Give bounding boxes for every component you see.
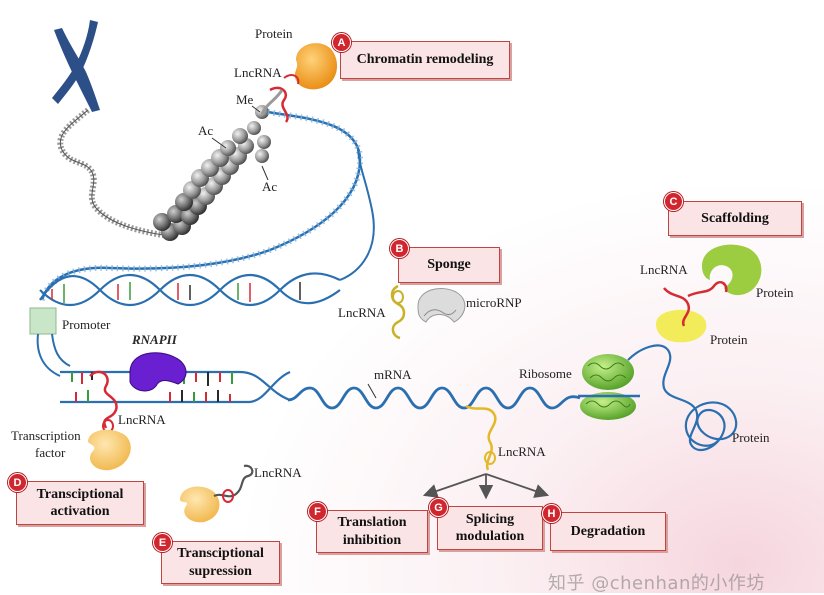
- micrornp-label: microRNP: [466, 295, 522, 310]
- mechanism-a-badge: A: [332, 33, 351, 52]
- lncrna-label-sponge: LncRNA: [338, 305, 386, 320]
- transcription-factor-protein: [88, 429, 131, 471]
- watermark: 知乎 @chenhan的小作坊: [548, 573, 765, 594]
- promoter-label: Promoter: [62, 317, 111, 332]
- mechanism-e-line1: Transciptional: [177, 546, 264, 561]
- mechanism-b-title: Sponge: [427, 257, 471, 273]
- mechanism-box-b: Sponge: [398, 247, 500, 283]
- mechanism-box-e: Transciptional supression: [161, 541, 280, 584]
- mechanism-f-badge: F: [308, 502, 327, 521]
- mechanism-box-a: Chromatin remodeling: [340, 41, 510, 79]
- orange-protein-top: [294, 43, 338, 90]
- mechanism-d-line2: activation: [50, 504, 110, 519]
- chromatin-fiber: [57, 107, 171, 239]
- mechanism-box-d: Transciptional activation: [16, 481, 144, 525]
- mechanism-a-title: Chromatin remodeling: [356, 52, 494, 68]
- mechanism-h-badge: H: [542, 504, 561, 523]
- branch-arrows: [422, 473, 550, 500]
- mechanism-g-line2: modulation: [455, 529, 525, 544]
- mechanism-f-line1: Translation: [337, 515, 407, 530]
- lncrna-label-suppression: LncRNA: [254, 465, 302, 480]
- lncrna-post-transcriptional: [465, 404, 497, 471]
- rnapii-label: RNAPII: [132, 332, 177, 347]
- mechanism-d-badge: D: [8, 473, 27, 492]
- mechanism-f-line2: inhibition: [342, 532, 402, 548]
- mechanism-box-c: Scaffolding: [668, 201, 802, 236]
- mechanism-e-line2: supression: [189, 563, 252, 579]
- lncrna-label-mid: LncRNA: [118, 412, 166, 427]
- transcription-factor-label-2: factor: [35, 445, 66, 460]
- suppression-protein: [180, 486, 220, 523]
- me-label: Me: [236, 92, 254, 107]
- promoter-box: [29, 307, 57, 335]
- transcription-factor-label-1: Transcription: [11, 428, 81, 443]
- protein-label-scaffold-bottom: Protein: [710, 332, 748, 347]
- mechanism-g-line1: Splicing: [465, 511, 515, 527]
- lncrna-label-scaffold: LncRNA: [640, 262, 688, 277]
- protein-label-chain: Protein: [732, 430, 770, 445]
- mechanism-c-title: Scaffolding: [701, 210, 769, 226]
- micrornp-protein: [417, 288, 466, 323]
- lncrna-suppression: [213, 464, 254, 498]
- mechanism-box-g: Splicing modulation: [437, 506, 543, 550]
- lncrna-chromatin: [269, 86, 289, 123]
- mrna-strand: [287, 386, 581, 410]
- ac-label-left: Ac: [198, 123, 214, 138]
- mechanism-e-badge: E: [153, 533, 172, 552]
- mechanism-g-badge: G: [429, 498, 448, 517]
- dna-double-helix: [39, 272, 341, 306]
- lncrna-label-top: LncRNA: [234, 65, 282, 80]
- lncrna-scaffold: [663, 281, 728, 327]
- ribosome-icon: [580, 354, 636, 420]
- lncrna-label-bottom: LncRNA: [498, 444, 546, 459]
- chromosome-icon: [52, 20, 100, 112]
- mechanism-c-badge: C: [664, 192, 683, 211]
- mechanism-d-line1: Transciptional: [36, 486, 124, 502]
- protein-label-scaffold-right: Protein: [756, 285, 794, 300]
- mrna-label: mRNA: [374, 367, 412, 382]
- scaffold-yellow-protein: [656, 309, 707, 343]
- lncrna-transcriptional: [89, 370, 118, 429]
- ac-label-right: Ac: [262, 179, 278, 194]
- protein-label-top: Protein: [255, 26, 293, 41]
- rnapii-enzyme: [129, 352, 187, 392]
- mechanism-box-h: Degradation: [550, 512, 666, 551]
- nucleosome-cluster: [153, 105, 271, 241]
- scaffold-green-protein: [702, 244, 762, 296]
- mechanism-h-title: Degradation: [570, 523, 646, 539]
- ribosome-label: Ribosome: [519, 366, 572, 381]
- mechanism-box-f: Translation inhibition: [316, 510, 428, 553]
- lncrna-sponge: [390, 284, 406, 340]
- protein-chain: [627, 344, 738, 452]
- mechanism-b-badge: B: [390, 239, 409, 258]
